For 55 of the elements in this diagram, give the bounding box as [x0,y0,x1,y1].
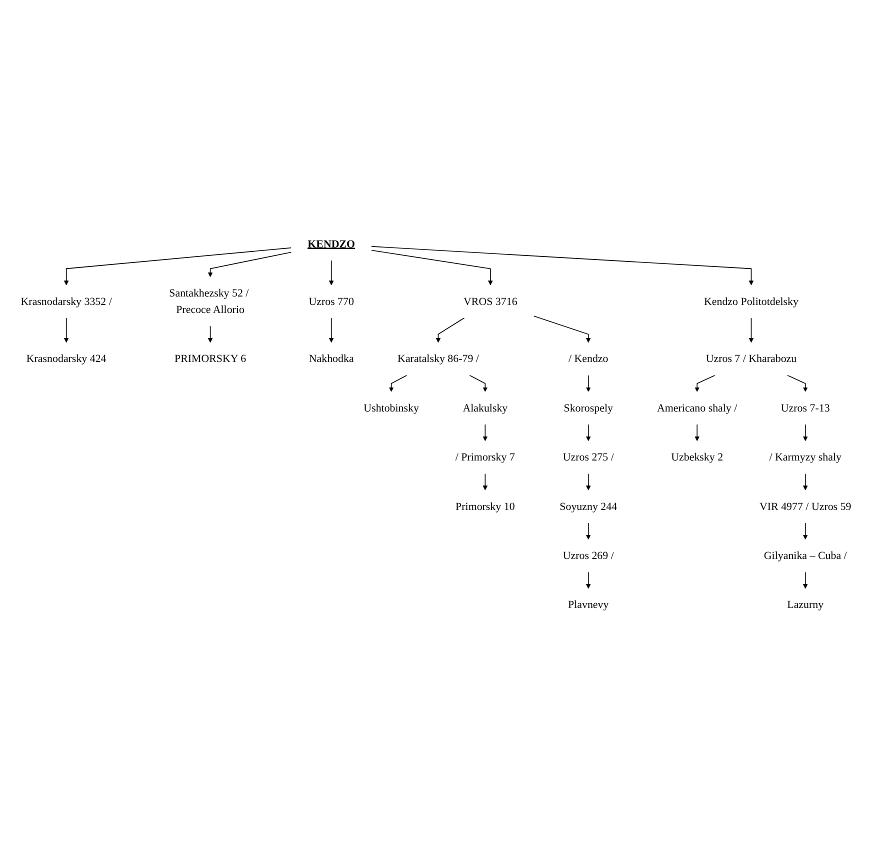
node-text: Alakulsky [462,402,508,414]
node-text: Lazurny [787,598,824,611]
arrow [388,374,408,392]
arrow [748,317,754,343]
node-text: Uzros 7 / Kharabozu [706,352,797,365]
node-text: PRIMORSKY 6 [174,352,246,365]
arrow [371,246,754,286]
node-text: Krasnodarsky 424 [26,352,106,365]
node-text: Karatalsky 86-79 / [398,352,479,365]
arrow [586,522,591,540]
node-text: Krasnodarsky 3352 / [20,295,112,308]
arrow [802,424,808,442]
node-text: Santakhezsky 52 / Precoce Allorio [169,287,249,316]
arrow [586,572,591,589]
node-text: / Karmyzy shaly [769,451,842,464]
node-text: Nakhodka [308,352,354,365]
arrow [64,317,69,343]
node-text: / Kendzo [568,352,608,365]
node-text: Primorsky 10 [456,500,515,513]
arrow [328,260,334,286]
node-text: Uzros 275 / [562,451,614,464]
node-text: Uzros 7-13 [780,402,830,414]
arrow [786,374,808,392]
node-text: Plavnevy [568,598,609,611]
node-text: VIR 4977 / Uzros 59 [760,500,852,513]
node-text: Soyuzny 244 [560,500,618,513]
arrow [208,252,292,278]
arrow [482,424,488,442]
node-text: Americano shaly / [657,402,738,414]
arrow [436,317,465,343]
node-text: Uzros 770 [308,295,354,308]
arrow [64,247,292,286]
arrow [208,326,213,343]
arrow [802,522,808,540]
arrow [694,424,700,442]
node-text: Skorospely [564,402,613,414]
node-text: Uzbeksky 2 [671,451,724,464]
arrow [694,374,716,392]
node-text: Ushtobinsky [364,402,419,414]
arrow [802,473,808,490]
arrow [533,316,591,343]
node-text: KENDZO [308,238,356,250]
node-text: / Primorsky 7 [455,451,515,464]
arrow [328,317,334,343]
node-text: Gilyanika – Cuba / [764,550,847,562]
arrow [482,473,488,490]
node-text: Uzros 269 / [562,550,614,562]
arrow [371,250,493,286]
arrow [586,374,591,392]
arrow [586,473,591,490]
node-text: VROS 3716 [464,295,518,308]
node-text: Kendzo Politotdelsky [704,295,798,308]
arrow [586,424,591,442]
arrow [802,572,808,589]
arrow [469,374,488,392]
